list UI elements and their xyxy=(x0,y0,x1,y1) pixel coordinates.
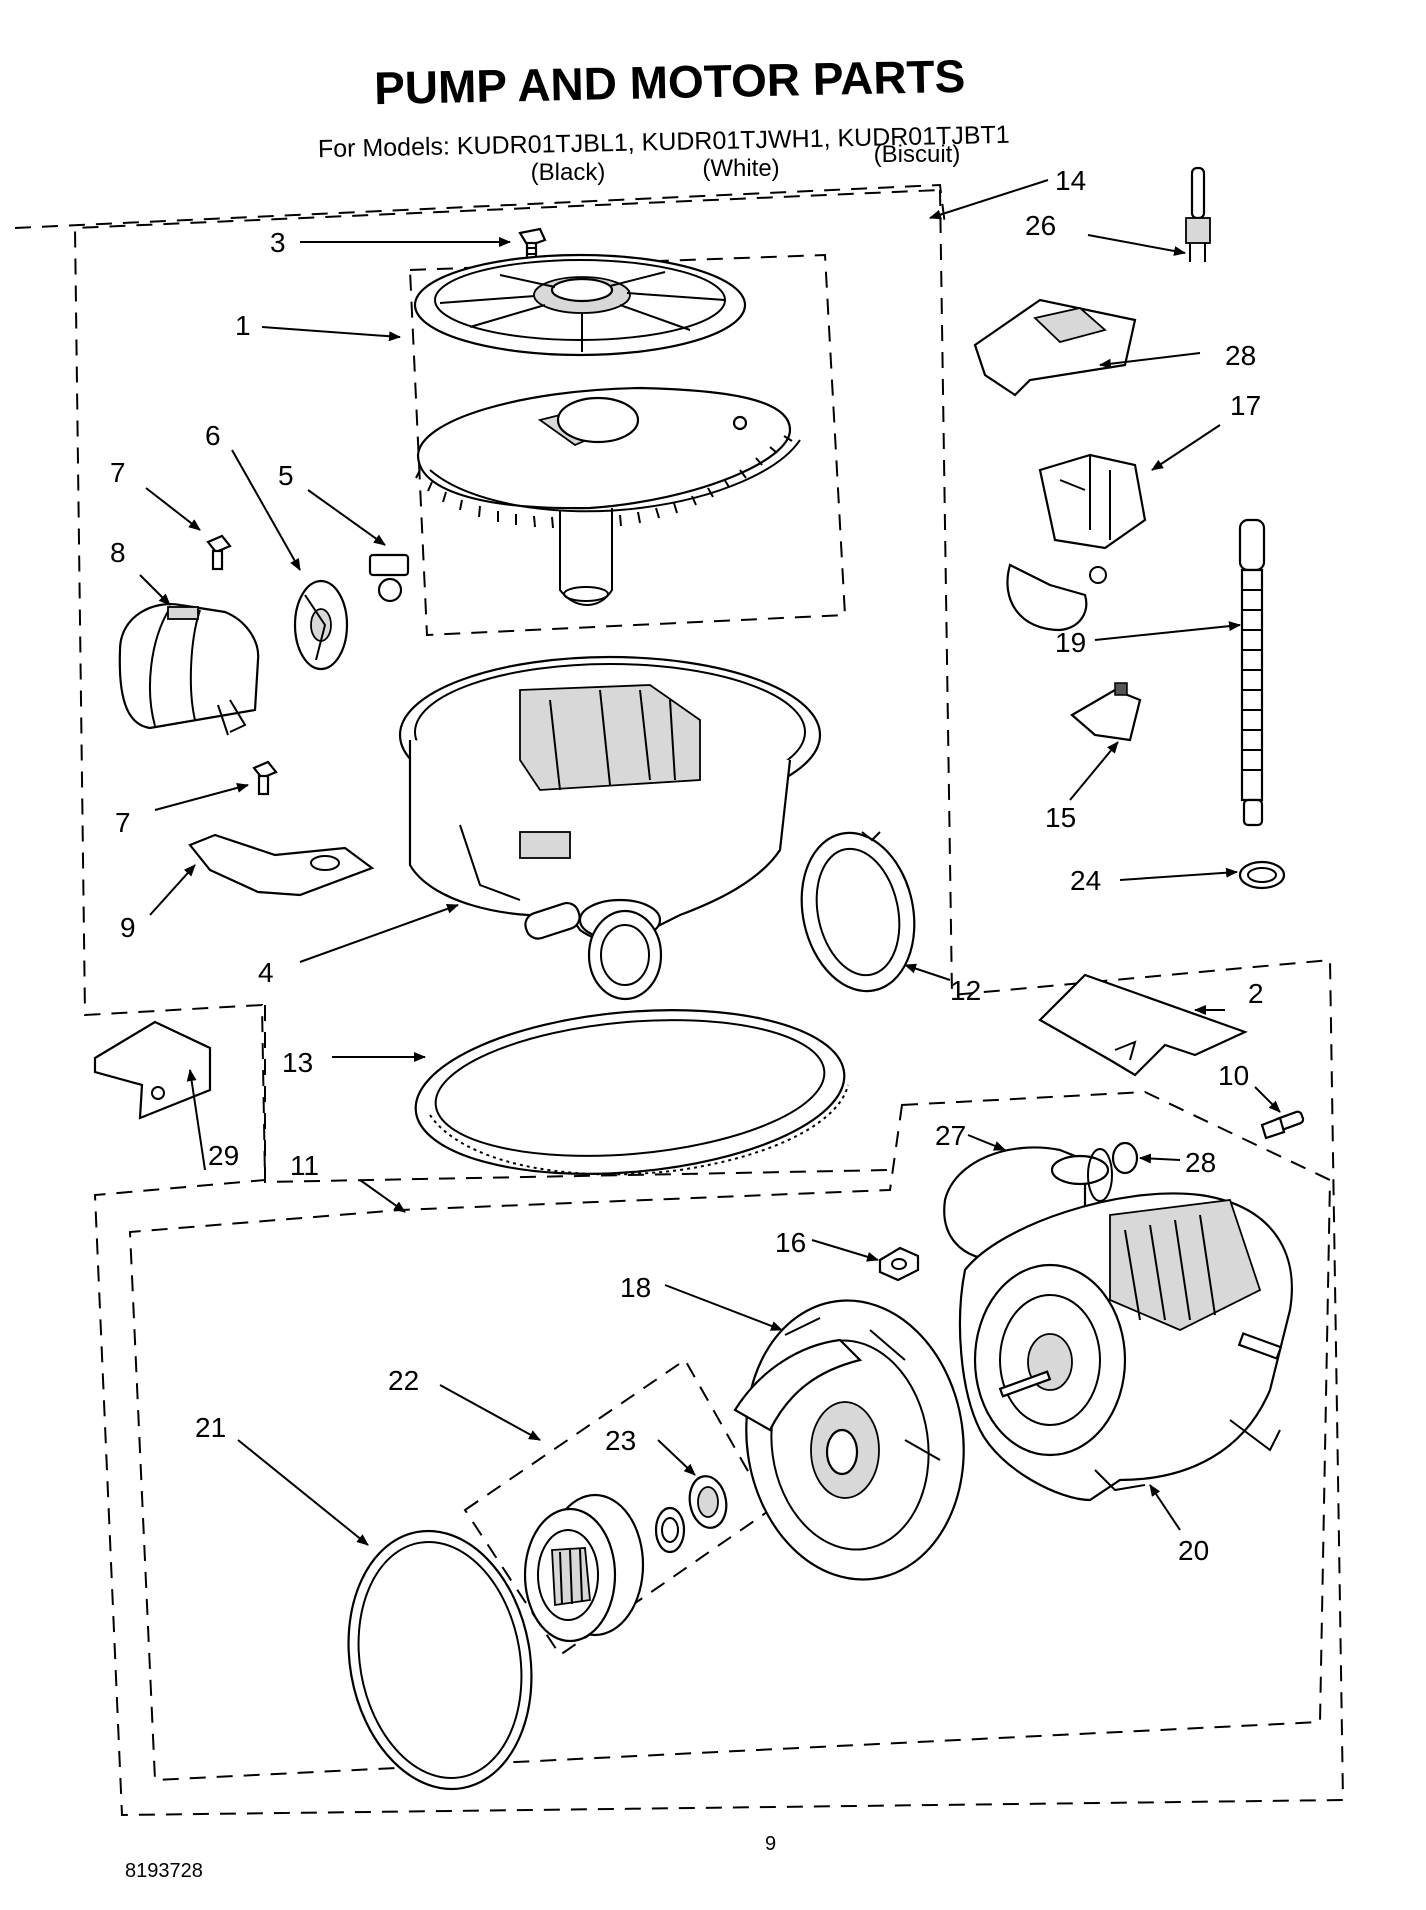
part-7-screw-upper xyxy=(206,534,232,571)
callout-17: 17 xyxy=(1230,390,1261,421)
color-biscuit: (Biscuit) xyxy=(874,141,961,168)
page-title: PUMP AND MOTOR PARTS xyxy=(374,50,966,114)
callout-labels: 3 1 7 6 5 8 7 9 4 12 2 13 10 29 11 14 26… xyxy=(110,165,1264,1566)
part-18-pump-cover xyxy=(733,1299,965,1581)
part-22-impeller xyxy=(523,1493,645,1643)
part-17-actuator xyxy=(1006,453,1147,632)
callout-19: 19 xyxy=(1055,627,1086,658)
callout-22: 22 xyxy=(388,1365,419,1396)
callout-8: 8 xyxy=(110,537,126,568)
part-13-gasket xyxy=(414,1009,849,1176)
callout-10: 11 xyxy=(290,1150,319,1181)
part-23-seal xyxy=(654,1475,728,1554)
part-1-filter-assembly xyxy=(413,253,801,606)
callout-15: 15 xyxy=(1045,802,1076,833)
document-number: 8193728 xyxy=(125,1860,203,1882)
callout-9: 9 xyxy=(120,912,136,943)
callout-5: 5 xyxy=(278,460,294,491)
callout-12: 12 xyxy=(950,975,981,1006)
callout-7-lower: 7 xyxy=(115,807,131,838)
part-27-disc xyxy=(1111,1141,1139,1175)
callout-4: 4 xyxy=(258,957,274,988)
callout-20: 20 xyxy=(1178,1535,1209,1566)
part-6-valve xyxy=(293,579,349,671)
part-25-sensor xyxy=(1185,166,1211,262)
callout-1: 1 xyxy=(235,310,251,341)
callout-24: 24 xyxy=(1070,865,1101,896)
part-4-sump xyxy=(398,655,822,1001)
callout-23: 23 xyxy=(605,1425,636,1456)
callout-21: 21 xyxy=(195,1412,226,1443)
part-29-bracket xyxy=(93,1020,212,1120)
callout-25: 26 xyxy=(1025,210,1056,241)
callout-28: 28 xyxy=(1225,340,1256,371)
callout-11: 10 xyxy=(1218,1060,1249,1091)
page-number: 9 xyxy=(765,1833,776,1855)
callout-13: 13 xyxy=(282,1047,313,1078)
part-21-ring xyxy=(347,1529,533,1791)
part-12-ring xyxy=(800,831,916,993)
callout-14: 14 xyxy=(1055,165,1086,196)
color-white: (White) xyxy=(702,155,779,182)
callout-16: 16 xyxy=(775,1227,806,1258)
callout-27: 28 xyxy=(1185,1147,1216,1178)
part-19-hose xyxy=(1238,518,1266,827)
part-16-nut xyxy=(878,1246,920,1282)
color-black: (Black) xyxy=(531,159,606,186)
part-7-screw-lower xyxy=(252,760,278,796)
callout-2: 2 xyxy=(1248,978,1264,1009)
part-8-housing xyxy=(118,603,260,736)
callout-3: 3 xyxy=(270,227,286,258)
callout-6: 6 xyxy=(205,420,221,451)
callout-26: 27 xyxy=(935,1120,966,1151)
part-2-shield xyxy=(1038,973,1248,1077)
part-24-clamp xyxy=(1238,860,1286,890)
callout-29: 29 xyxy=(208,1140,239,1171)
part-5-small-part xyxy=(368,553,410,603)
part-20-motor xyxy=(958,1192,1293,1502)
part-9-plate xyxy=(188,833,375,897)
part-28-cover xyxy=(973,298,1137,397)
part-15-clip xyxy=(1070,682,1142,742)
leader-lines xyxy=(139,179,1281,1546)
callout-7-upper: 7 xyxy=(110,457,126,488)
callout-18: 18 xyxy=(620,1272,651,1303)
part-11-screw xyxy=(1260,1110,1305,1140)
